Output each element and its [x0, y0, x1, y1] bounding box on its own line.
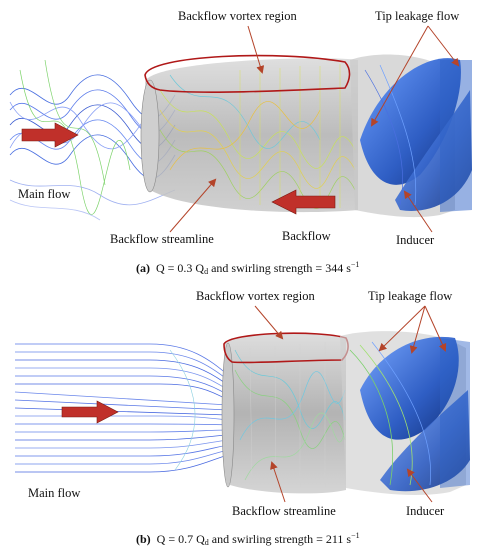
- caption-b-sup: −1: [351, 531, 360, 540]
- label-backflow-vortex-region: Backflow vortex region: [196, 289, 315, 303]
- label-main-flow: Main flow: [28, 486, 80, 500]
- label-inducer: Inducer: [406, 504, 445, 518]
- caption-b-sub: d: [205, 538, 209, 547]
- backflow-streamlines: [234, 342, 346, 489]
- inducer-geometry: [340, 331, 470, 495]
- caption-a-text: Q = 0.3 Q: [156, 261, 204, 275]
- pipe-casing: [140, 58, 358, 213]
- caption-a-sub: d: [204, 267, 208, 276]
- caption-b-rest: and swirling strength = 211 s: [209, 532, 352, 546]
- backflow-arrow: [271, 189, 336, 215]
- backflow-vortex-outline: [144, 54, 351, 93]
- upstream-streamlines: [14, 343, 229, 473]
- caption-a: (a) Q = 0.3 Qd and swirling strength = 3…: [136, 260, 359, 276]
- main-flow-arrow: [61, 400, 119, 424]
- inducer-geometry: [350, 54, 472, 218]
- pipe-casing: [221, 333, 346, 494]
- panel-a-figure: Backflow vortex region Tip leakage flow …: [9, 9, 472, 276]
- panel-b: Backflow vortex region Tip leakage flow …: [0, 280, 477, 550]
- annotation-arrows: [254, 305, 447, 503]
- label-backflow-streamline: Backflow streamline: [110, 232, 214, 246]
- panel-b-figure: Backflow vortex region Tip leakage flow …: [14, 289, 470, 547]
- caption-a-rest: and swirling strength = 344 s: [208, 261, 351, 275]
- caption-a-letter: (a): [136, 261, 150, 275]
- backflow-streamlines: [159, 64, 356, 209]
- label-tip-leakage-flow: Tip leakage flow: [375, 9, 459, 23]
- caption-a-sup: −1: [351, 260, 360, 269]
- label-backflow: Backflow: [282, 229, 331, 243]
- label-inducer: Inducer: [396, 233, 435, 247]
- caption-b: (b) Q = 0.7 Qd and swirling strength = 2…: [136, 531, 360, 547]
- main-flow-arrow: [21, 122, 79, 148]
- annotation-arrows: [169, 25, 460, 233]
- panel-a: Backflow vortex region Tip leakage flow …: [9, 9, 472, 276]
- label-backflow-streamline: Backflow streamline: [232, 504, 336, 518]
- caption-b-text: Q = 0.7 Q: [157, 532, 205, 546]
- label-tip-leakage-flow: Tip leakage flow: [368, 289, 452, 303]
- caption-b-letter: (b): [136, 532, 151, 546]
- label-backflow-vortex-region: Backflow vortex region: [178, 9, 297, 23]
- label-main-flow: Main flow: [18, 187, 70, 201]
